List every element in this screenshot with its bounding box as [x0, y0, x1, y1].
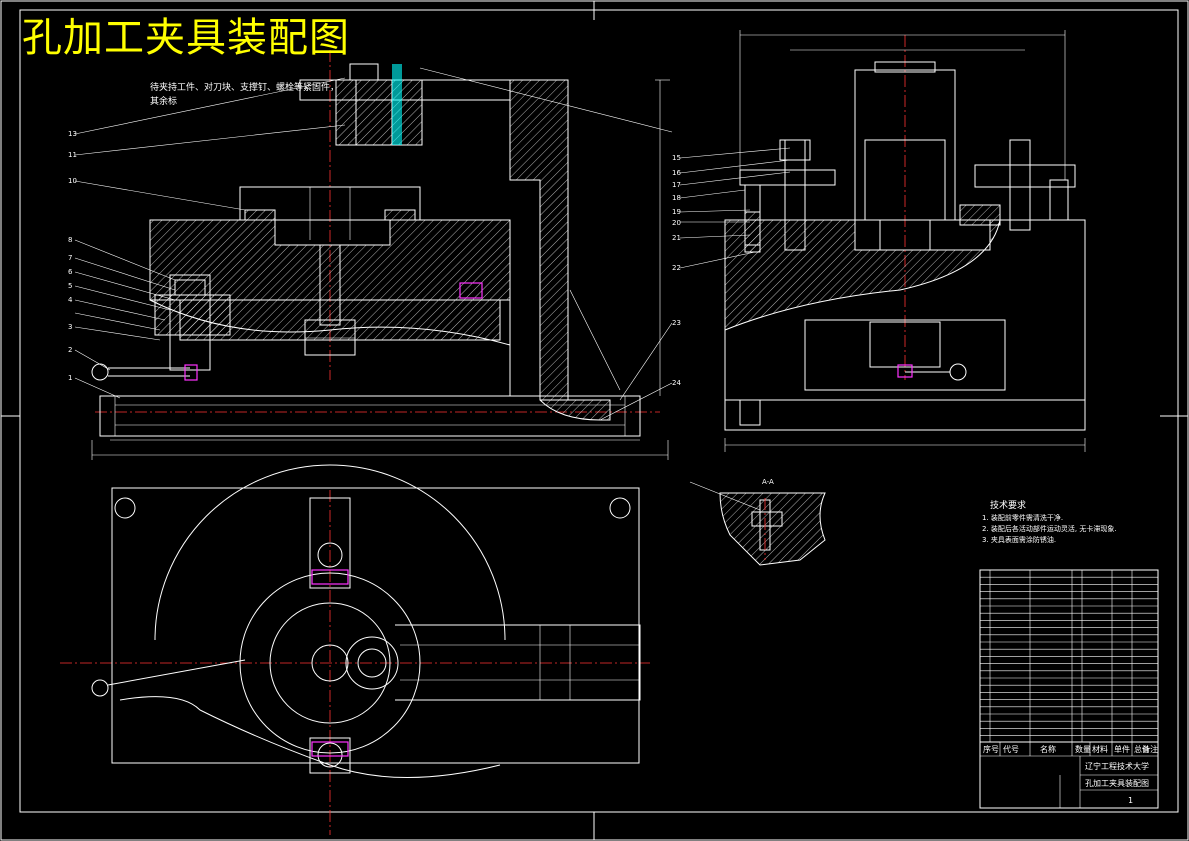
- top-note-line1: 待夹持工件、对刀块、支撑钉、螺栓等紧固件，: [150, 81, 339, 93]
- title-block-header-col: 备注: [1142, 744, 1158, 754]
- title-block-header-col: 序号: [983, 744, 999, 754]
- callout-5: 5: [68, 282, 72, 290]
- title-block-header: 序号代号 名称 数量材料单件总计备注: [983, 744, 1158, 754]
- callout-7: 7: [68, 254, 72, 262]
- callout-4: 4: [68, 296, 73, 304]
- title-block-header-col: 名称: [1040, 744, 1056, 754]
- callout-18: 18: [672, 194, 681, 202]
- title-block-header-col: 数量: [1075, 744, 1091, 754]
- callout-2: 2: [68, 346, 72, 354]
- technical-requirements: 技术要求 1. 装配前零件需清洗干净. 2. 装配后各活动部件运动灵活, 无卡滞…: [982, 499, 1117, 544]
- callout-10: 10: [68, 177, 77, 185]
- section-label: A-A: [762, 478, 774, 486]
- callout-16: 16: [672, 169, 681, 177]
- top-note-line2: 其余标: [150, 95, 177, 107]
- page-title: 孔加工夹具装配图: [22, 15, 350, 61]
- callout-8: 8: [68, 236, 72, 244]
- title-block-header-col: 代号: [1003, 744, 1019, 754]
- tech-req-item-2: 2. 装配后各活动部件运动灵活, 无卡滞现象.: [982, 524, 1117, 533]
- callout-19: 19: [672, 208, 681, 216]
- title-block-school: 辽宁工程技术大学: [1085, 761, 1149, 771]
- callout-11: 11: [68, 151, 77, 159]
- title-block: 辽宁工程技术大学 孔加工夹具装配图 1: [979, 741, 1159, 809]
- section-a-a: A-A: [689, 478, 826, 566]
- top-view: [60, 464, 650, 835]
- parts-list-rows: [980, 576, 1158, 736]
- tech-req-title: 技术要求: [990, 499, 1026, 511]
- callout-20: 20: [672, 219, 681, 227]
- callout-3: 3: [68, 323, 72, 331]
- title-block-header-col: 总计: [1134, 744, 1150, 754]
- callout-17: 17: [672, 181, 681, 189]
- callout-23: 23: [672, 319, 681, 327]
- callout-1: 1: [68, 374, 72, 382]
- parts-list: [979, 569, 1159, 743]
- front-view-callouts: 13 11 10 8 7 6 5 4 3 2 1: [68, 130, 77, 382]
- title-block-header-col: 单件: [1114, 744, 1130, 754]
- callout-13: 13: [68, 130, 77, 138]
- tech-req-item-1: 1. 装配前零件需清洗干净.: [982, 513, 1063, 522]
- tech-req-item-3: 3. 夹具表面需涂防锈油.: [982, 535, 1056, 544]
- front-view: [74, 50, 673, 460]
- side-view-callouts: 15 16 17 18 19 20 21 22 23 24: [672, 154, 681, 387]
- callout-21: 21: [672, 234, 681, 242]
- side-view: [679, 30, 1086, 452]
- callout-6: 6: [68, 268, 73, 276]
- callout-24: 24: [672, 379, 681, 387]
- title-block-header-col: 材料: [1092, 744, 1108, 754]
- callout-15: 15: [672, 154, 681, 162]
- callout-22: 22: [672, 264, 681, 272]
- title-block-sheet: 1: [1128, 796, 1133, 805]
- title-block-drawing-name: 孔加工夹具装配图: [1085, 778, 1149, 788]
